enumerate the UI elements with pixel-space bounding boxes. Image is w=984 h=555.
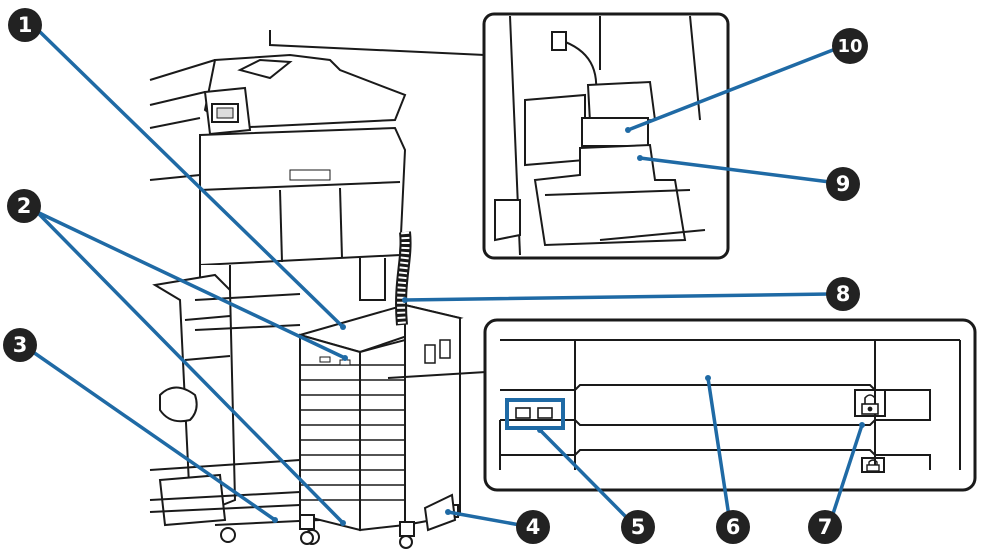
callout-4-label: 4 bbox=[526, 515, 541, 539]
callout-10: 10 bbox=[832, 28, 868, 64]
ink-supply-unit-line-art bbox=[300, 305, 460, 548]
callout-9: 9 bbox=[826, 167, 860, 201]
callout-3: 3 bbox=[3, 328, 37, 362]
callout-10-label: 10 bbox=[837, 36, 862, 57]
callout-3-label: 3 bbox=[13, 333, 28, 357]
callout-1: 1 bbox=[8, 8, 42, 42]
callout-4: 4 bbox=[516, 510, 550, 544]
callout-7-label: 7 bbox=[818, 515, 833, 539]
callout-6-label: 6 bbox=[726, 515, 741, 539]
leader-3 bbox=[33, 352, 275, 520]
callout-5-label: 5 bbox=[631, 515, 646, 539]
callout-6: 6 bbox=[716, 510, 750, 544]
leader-4 bbox=[448, 512, 520, 525]
callout-8: 8 bbox=[826, 277, 860, 311]
leader-8 bbox=[405, 294, 830, 300]
callout-2-label: 2 bbox=[17, 194, 32, 218]
inset-ink-unit-drawer bbox=[388, 320, 975, 490]
waste-ink-tube bbox=[401, 232, 406, 325]
callout-8-label: 8 bbox=[836, 282, 851, 306]
callout-2: 2 bbox=[7, 189, 41, 223]
callout-1-label: 1 bbox=[18, 13, 33, 37]
callout-9-label: 9 bbox=[836, 172, 851, 196]
callout-5: 5 bbox=[621, 510, 655, 544]
callout-7: 7 bbox=[808, 510, 842, 544]
